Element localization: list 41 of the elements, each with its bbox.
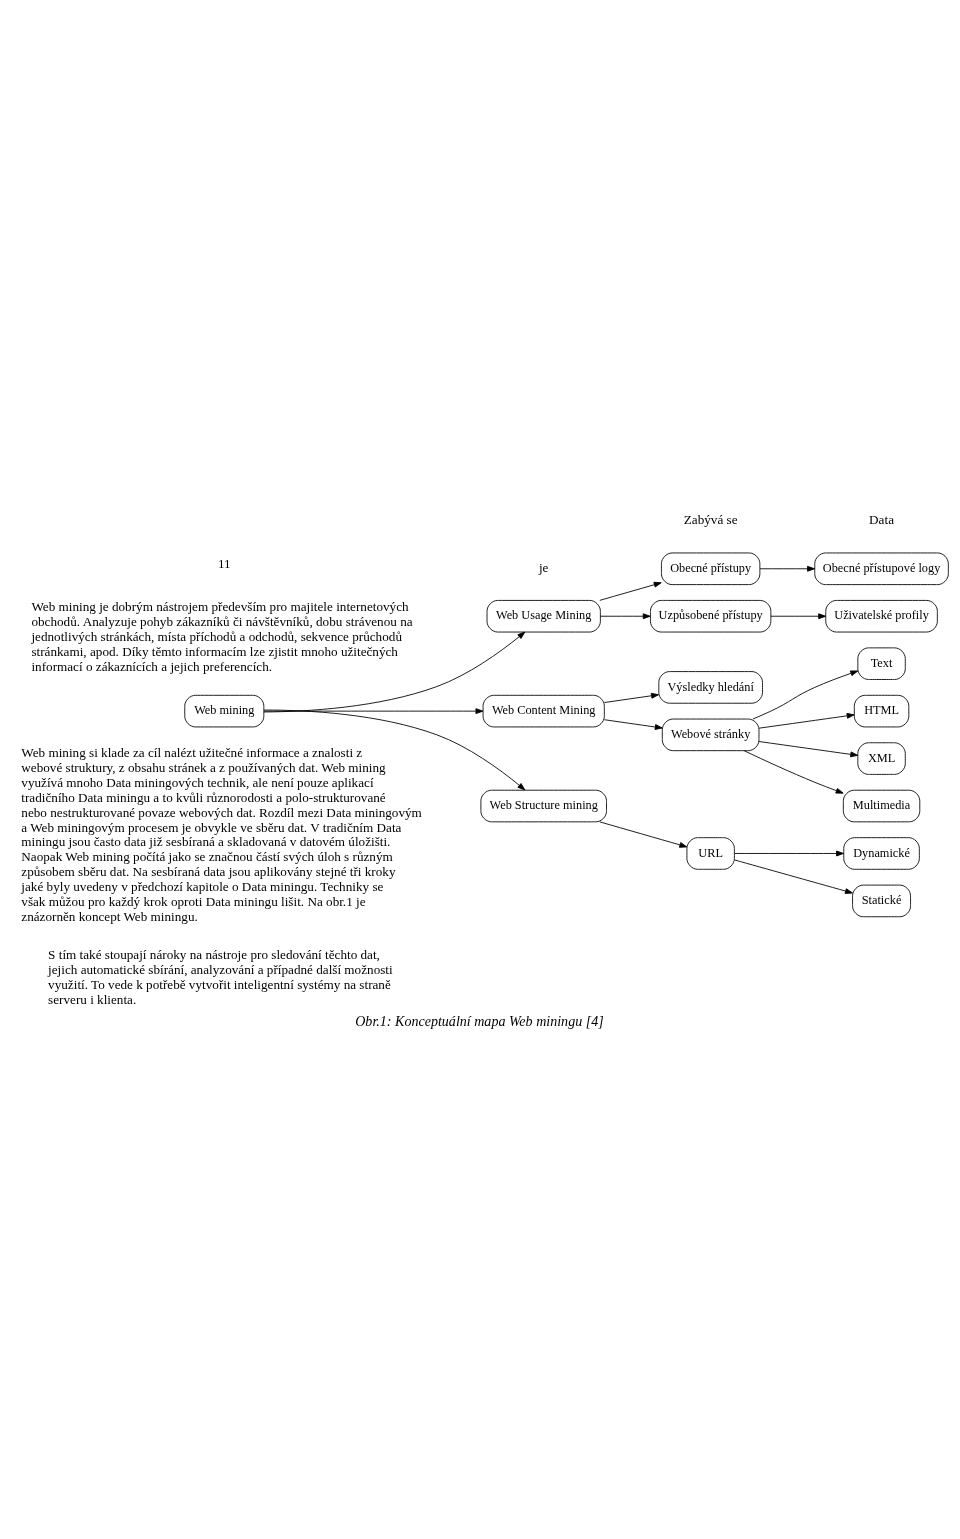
- node-box: Dynamické: [843, 836, 920, 870]
- node-box: HTML: [853, 694, 910, 727]
- label: S tím také stoupají nároky na nástroje pro sledování těchto dat, jejich automatické sbírání, analyzování a případné další možnosti využití. To vede k potřebě vytvořit inteligentní systémy na straně serveru i klienta.: [48, 946, 393, 1007]
- arrow: [263, 631, 526, 712]
- arrow: [734, 859, 853, 894]
- arrow: [758, 740, 859, 757]
- node-box: Web Structure mining: [480, 789, 607, 822]
- arrow: [263, 707, 484, 714]
- arrow: [604, 718, 663, 730]
- node-box: Výsledky hledání: [658, 670, 763, 704]
- arrow: [743, 749, 844, 794]
- arrow: [599, 820, 688, 848]
- arrow: [600, 612, 651, 619]
- arrow: [263, 709, 526, 790]
- node-box: Obecné přístupové logy: [814, 552, 949, 585]
- label: Data: [869, 511, 894, 527]
- node-box: Web Content Mining: [482, 694, 605, 727]
- node-box: XML: [857, 741, 906, 775]
- arrow: [599, 581, 662, 601]
- label: Zabývá se: [683, 511, 738, 527]
- arrow: [759, 565, 815, 572]
- label: 11: [217, 555, 231, 571]
- caption: Obr.1: Konceptuální mapa Web miningu [4]: [355, 1012, 604, 1029]
- arrow: [770, 612, 827, 619]
- arrow: [734, 850, 844, 856]
- node-box: Statické: [852, 884, 911, 917]
- node-box: Web mining: [184, 694, 265, 727]
- node-box: Uzpůsobené přístupy: [650, 599, 772, 632]
- arrow: [604, 692, 659, 703]
- node-box: Obecné přístupy: [661, 552, 761, 585]
- arrow: [758, 712, 855, 729]
- label: je: [538, 559, 549, 575]
- node-box: Web Usage Mining: [486, 599, 601, 632]
- arrow: [752, 670, 859, 719]
- label: Web mining si klade za cíl nalézt užitečné informace a znalosti z webové struktury, z obsahu stránek a z používaných dat. Web mining využívá mnoho Data miningových technik, ale není pouze aplikací tradičního Data miningu a to kvůli různorodosti a polo-strukturované nebo nestrukturované povaze webových dat. Rozdíl mezi Data miningovým a Web miningovým procesem je obvykle ve sběru dat. V tradičním Data miningu jsou často data již sesbíraná a skladovaná v datovém úložišti. Naopak Web mining počítá jako se značnou částí svých úloh s různým způsobem sběru dat. Na sesbíraná data jsou aplikovány stejné tři kroky jaké byly uvedeny v předchozí kapitole o Data miningu. Techniky se však můžou pro každý krok oproti Data miningu lišit. Na obr.1 je znázorněn koncept Web miningu.: [21, 744, 422, 924]
- node-box: Text: [857, 646, 906, 680]
- node-box: Uživatelské profily: [825, 599, 938, 632]
- node-box: URL: [686, 836, 735, 870]
- label: Web mining je dobrým nástrojem především pro majitele internetových obchodů. Analyzuje pohyb zákazníků či návštěvníků, dobu strávenou na jednotlivých stránkách, místa příchodů a odchodů, sekvence průchodů stránkami, apod. Díky těmto informacím lze zjistit mnoho užitečných informací o zákaznících a jejich preferencích.: [31, 598, 413, 674]
- node-box: Multimedia: [842, 789, 921, 822]
- node-box: Webové stránky: [661, 718, 760, 751]
